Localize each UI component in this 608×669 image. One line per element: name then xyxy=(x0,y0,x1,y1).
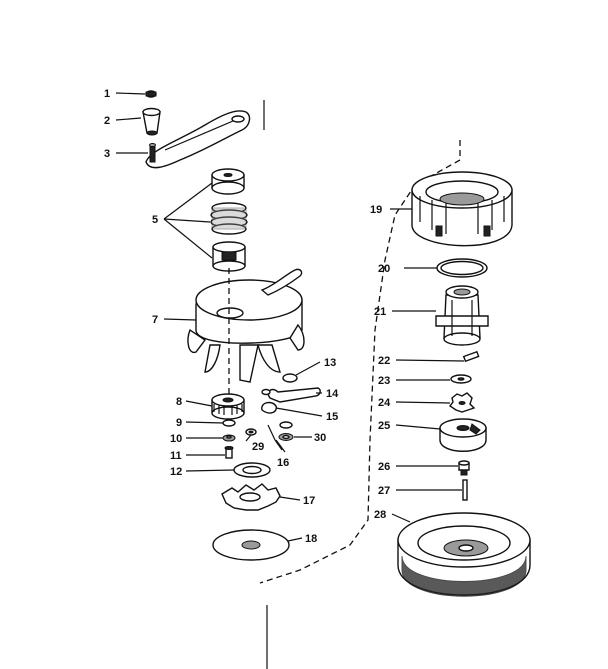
part-11-screw xyxy=(224,446,234,459)
part-5-spring-assembly xyxy=(210,168,248,272)
part-23-washer xyxy=(450,374,472,384)
part-14-latch xyxy=(261,387,321,403)
part-22-pin xyxy=(462,350,480,363)
callout-14: 14 xyxy=(326,388,339,400)
part-8-gear-hub xyxy=(211,393,245,420)
leader-lines xyxy=(115,92,465,542)
part-10-washer xyxy=(222,434,236,442)
part-1-cap xyxy=(145,90,157,98)
callout-labels: 1 2 3 5 7 8 9 10 11 12 13 14 15 16 17 18… xyxy=(104,88,391,545)
part-21-pulley xyxy=(435,285,489,346)
callout-30: 30 xyxy=(314,432,326,444)
part-3-crank-handle xyxy=(145,100,265,169)
callout-16: 16 xyxy=(277,457,289,469)
part-24-small-gear xyxy=(448,392,476,413)
part-30-bushing xyxy=(278,421,294,441)
callout-7: 7 xyxy=(152,314,158,326)
part-26-bolt xyxy=(458,460,470,476)
callout-10: 10 xyxy=(170,433,182,445)
callout-9: 9 xyxy=(176,417,182,429)
part-17-toothed-disc xyxy=(221,483,281,511)
callout-27: 27 xyxy=(378,485,390,497)
part-7-housing xyxy=(187,268,305,395)
part-29-washer xyxy=(245,428,257,436)
callout-25: 25 xyxy=(378,420,390,432)
part-28-base-housing xyxy=(397,512,531,597)
callout-5: 5 xyxy=(152,214,158,226)
callout-19: 19 xyxy=(370,204,382,216)
part-19-drum xyxy=(411,171,513,247)
callout-28: 28 xyxy=(374,509,386,521)
callout-1: 1 xyxy=(104,88,110,100)
callout-23: 23 xyxy=(378,375,390,387)
callout-13: 13 xyxy=(324,357,336,369)
part-25-cam xyxy=(439,418,487,452)
callout-11: 11 xyxy=(170,450,182,462)
part-2-knob xyxy=(142,107,161,136)
callout-12: 12 xyxy=(170,466,182,478)
callout-8: 8 xyxy=(176,396,182,408)
part-18-flat-disc xyxy=(212,529,290,561)
callout-20: 20 xyxy=(378,263,390,275)
part-13-ring xyxy=(282,373,298,383)
callout-24: 24 xyxy=(378,397,391,409)
callout-15: 15 xyxy=(326,411,338,423)
part-9-washer xyxy=(222,419,236,427)
part-20-o-ring xyxy=(436,258,488,278)
callout-18: 18 xyxy=(305,533,317,545)
callout-29: 29 xyxy=(252,441,264,453)
callout-2: 2 xyxy=(104,115,110,127)
callout-17: 17 xyxy=(303,495,315,507)
callout-21: 21 xyxy=(374,306,386,318)
part-12-washer xyxy=(233,462,271,478)
part-15-pawl xyxy=(261,401,277,414)
callout-22: 22 xyxy=(378,355,390,367)
callout-26: 26 xyxy=(378,461,390,473)
callout-3: 3 xyxy=(104,148,110,160)
part-16-clip xyxy=(267,424,283,451)
part-27-pin xyxy=(462,479,468,501)
